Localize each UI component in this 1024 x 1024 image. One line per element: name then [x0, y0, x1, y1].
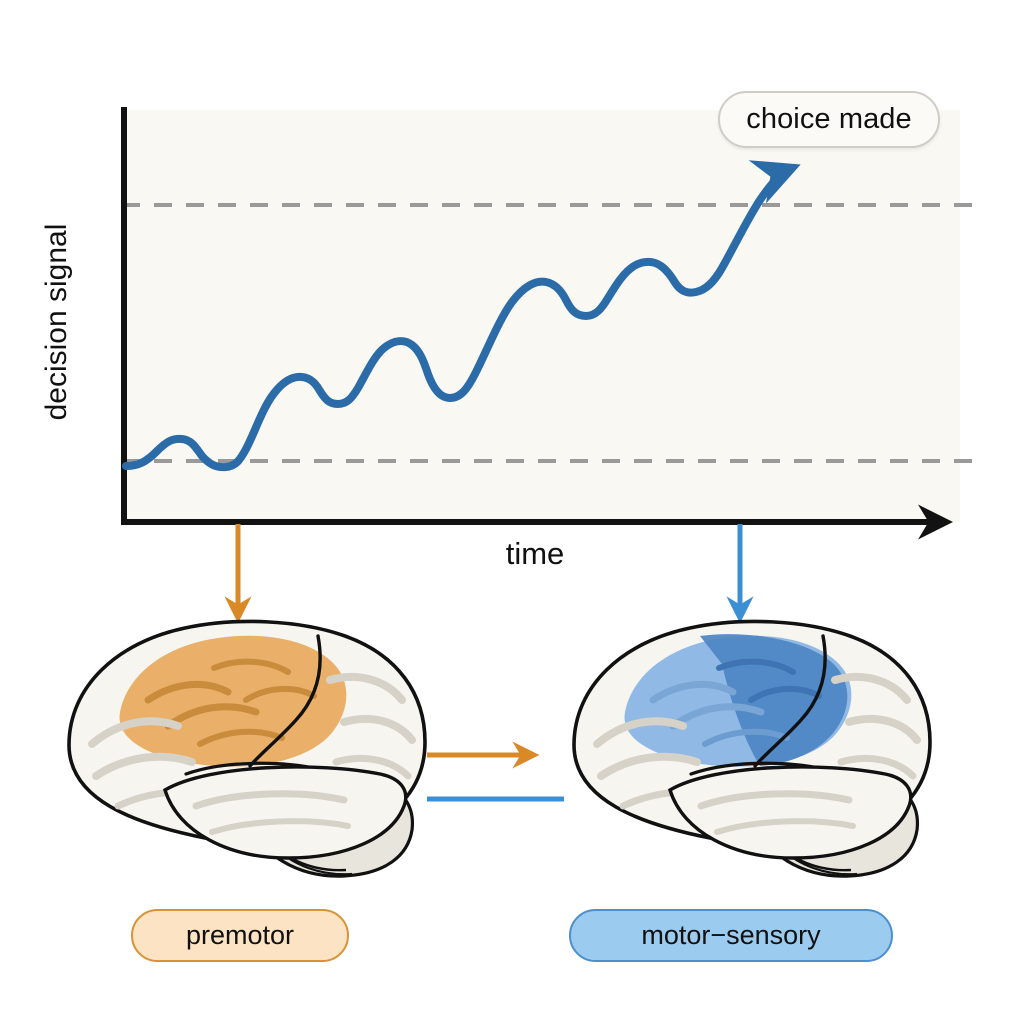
temporal-lobe-left: [162, 765, 408, 860]
sulcus-w2-left: [92, 752, 196, 780]
sulcus-h4-left: [243, 685, 317, 703]
sulcus-h2-left: [164, 703, 260, 730]
y-axis-label: decision signal: [40, 223, 73, 421]
sulcus-h3-right: [716, 658, 796, 675]
choice-made-badge: choice made: [718, 91, 940, 148]
temporal-sulcus-2-left: [209, 818, 351, 835]
sulcus-w2-right: [597, 752, 701, 780]
sulcus-w6-right: [837, 755, 917, 780]
x-axis-label: time: [505, 536, 565, 571]
central-sulcus-left: [248, 634, 322, 768]
sulcus-h1-right: [649, 680, 737, 704]
premotor-highlight-region: [119, 635, 347, 767]
sulcus-w1-left: [88, 717, 182, 748]
sulcus-w1-right: [593, 717, 687, 748]
premotor-label-pill: premotor: [131, 909, 349, 962]
sulcus-w5-right: [845, 714, 921, 744]
sulcus-w6-left: [332, 755, 412, 780]
sulcus-h5-right: [702, 728, 790, 747]
temporal-lobe-right: [667, 765, 913, 860]
sulcus-h1-left: [144, 680, 232, 704]
sulcus-h3-left: [211, 658, 291, 675]
temporal-sulcus-right: [697, 790, 853, 810]
central-sulcus-right: [753, 634, 827, 768]
plot-background: [122, 110, 960, 522]
sulcus-w4-left: [326, 673, 406, 704]
brain-illustration-left: [67, 619, 427, 878]
sulcus-w4-right: [831, 673, 911, 704]
sulcus-h2-right: [669, 703, 765, 730]
motor-highlight-subregion: [700, 634, 848, 766]
brain-illustration-right: [572, 619, 932, 878]
sulcus-h4-right: [748, 685, 822, 703]
decision-signal-plot: [121, 107, 982, 540]
sulcus-w5-left: [340, 714, 416, 744]
motor-sensory-label-pill: motor−sensory: [569, 909, 893, 962]
decision-signal-curve: [122, 160, 801, 472]
temporal-sulcus-2-right: [714, 818, 856, 835]
sulcus-h5-left: [197, 728, 285, 747]
temporal-sulcus-left: [192, 790, 348, 810]
